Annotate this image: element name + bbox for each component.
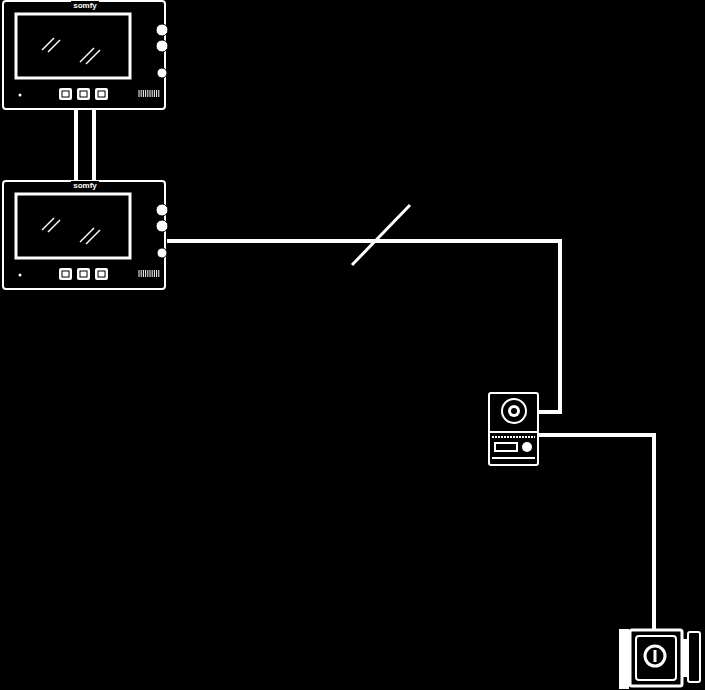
electric-lock — [620, 630, 700, 688]
video-monitor: somfy — [2, 180, 168, 290]
double-cable-group — [85, 110, 86, 180]
lock-wire — [539, 435, 654, 630]
logo-holder: somfy — [2, 181, 168, 190]
cable-slash — [352, 205, 410, 265]
logo-holder: somfy — [2, 1, 168, 10]
brand-logo: somfy — [71, 181, 99, 190]
bus-wire — [167, 241, 560, 412]
door-station — [489, 393, 538, 465]
cable-gap — [78, 110, 92, 180]
double-cable — [74, 110, 96, 180]
monitor-outline — [2, 0, 168, 110]
video-monitor: somfy — [2, 0, 168, 110]
brand-logo: somfy — [71, 1, 99, 10]
monitor-outline — [2, 180, 168, 290]
